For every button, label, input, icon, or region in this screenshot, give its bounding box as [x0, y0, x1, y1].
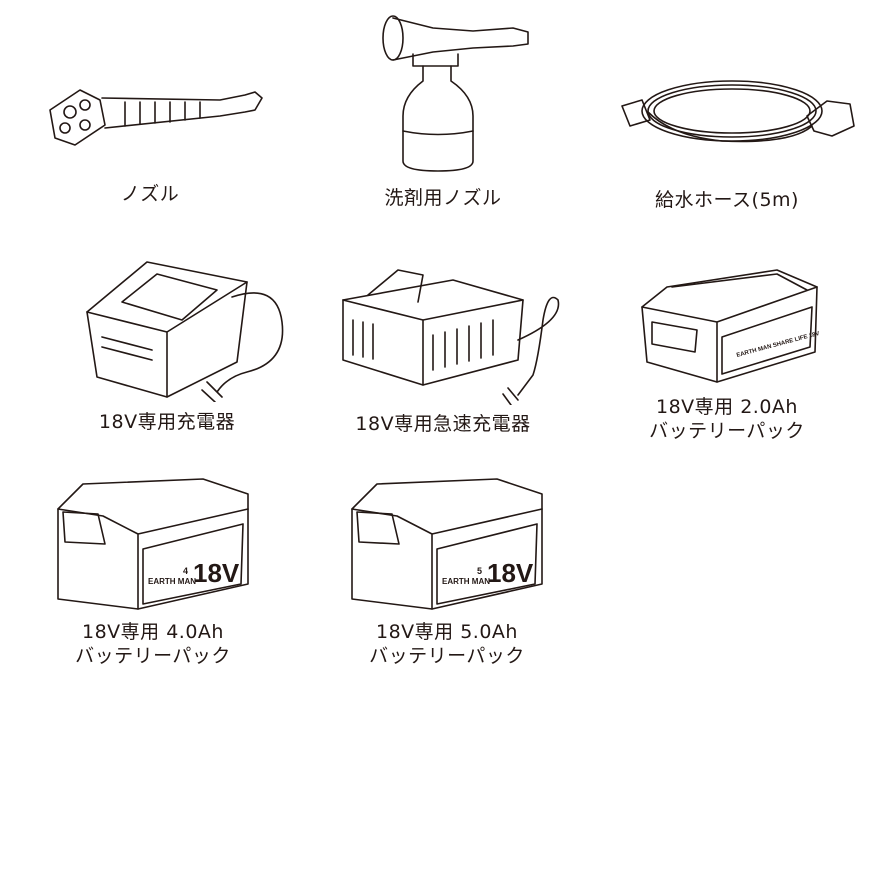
item-rapid-charger: 18V専用急速充電器 [298, 260, 588, 436]
item-nozzle: ノズル [5, 70, 295, 206]
item-label-line1: 18V専用 2.0Ah [656, 396, 798, 418]
svg-text:5: 5 [477, 566, 482, 576]
nozzle-icon [49, 89, 263, 146]
svg-text:EARTH MAN: EARTH MAN [442, 577, 490, 586]
item-battery-2ah: EARTH MAN SHARE LIFE 18V 18V専用 2.0Ah バッテ… [582, 262, 872, 443]
item-battery-4ah: EARTH MAN 18V 4 18V専用 4.0Ah バッテリーパック [8, 474, 298, 668]
item-label: 給水ホース(5m) [655, 189, 799, 211]
charger-icon [86, 261, 284, 402]
item-label-line1: 18V専用 4.0Ah [82, 621, 224, 643]
item-label-line2: バッテリーパック [369, 645, 525, 667]
water-hose-icon [621, 80, 855, 143]
item-label: 洗剤用ノズル [384, 187, 502, 209]
item-label-line2: バッテリーパック [75, 645, 231, 667]
battery-4ah-icon: EARTH MAN 18V 4 [57, 478, 249, 610]
item-label-line2: バッテリーパック [649, 420, 805, 442]
svg-text:EARTH MAN: EARTH MAN [148, 577, 196, 586]
svg-text:18V: 18V [487, 558, 534, 588]
rapid-charger-icon [342, 269, 560, 405]
item-label-line1: 18V専用 5.0Ah [376, 621, 518, 643]
item-charger: 18V専用充電器 [22, 252, 312, 434]
foam-nozzle-icon [382, 15, 529, 172]
svg-text:4: 4 [183, 566, 188, 576]
item-label: 18V専用充電器 [98, 411, 236, 433]
battery-2ah-icon: EARTH MAN SHARE LIFE 18V [641, 269, 820, 383]
item-battery-5ah: EARTH MAN 18V 5 18V専用 5.0Ah バッテリーパック [302, 474, 592, 668]
battery-5ah-icon: EARTH MAN 18V 5 [351, 478, 543, 610]
item-water-hose: 給水ホース(5m) [582, 56, 872, 212]
item-label: ノズル [120, 183, 180, 205]
item-label: 18V専用急速充電器 [355, 413, 531, 435]
svg-text:18V: 18V [193, 558, 240, 588]
item-foam-nozzle: 洗剤用ノズル [298, 6, 588, 210]
